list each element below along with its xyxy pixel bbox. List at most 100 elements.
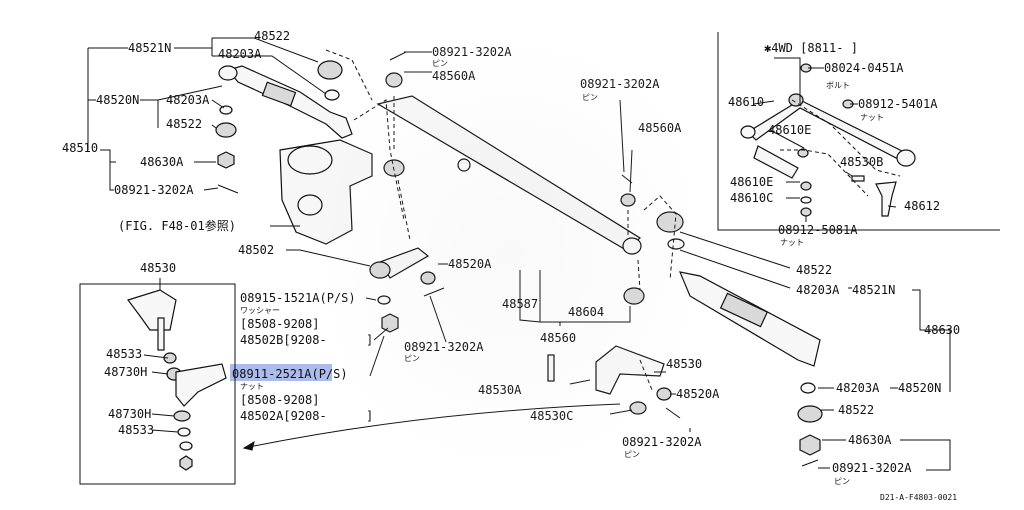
label-08915[interactable]: 08915-1521A(P/S) xyxy=(240,291,356,305)
nut-48560a-mid xyxy=(620,193,636,207)
label-08921-bottom[interactable]: 08921-3202A xyxy=(622,435,702,449)
label-48520a-mid[interactable]: 48520A xyxy=(448,257,492,271)
inset-box-4wd xyxy=(717,32,1000,231)
idler-inset-group xyxy=(127,289,227,471)
label-48604[interactable]: 48604 xyxy=(568,305,604,319)
left-tierod-group xyxy=(215,60,445,333)
label-48560a-top[interactable]: 48560A xyxy=(432,69,476,83)
boot-48522-top xyxy=(317,60,343,80)
label-48502b[interactable]: 48502B[9208- xyxy=(240,333,327,347)
label-48630[interactable]: 48630 xyxy=(924,323,960,337)
label-08921-top[interactable]: 08921-3202A xyxy=(432,45,512,59)
label-08921-right[interactable]: 08921-3202A xyxy=(832,461,912,475)
label-08911-selected[interactable]: 08911-2521A(P/S) xyxy=(232,367,348,381)
label-48522-top[interactable]: 48522 xyxy=(254,29,290,43)
label-48520a-right[interactable]: 48520A xyxy=(676,387,720,401)
label-pin-bottom: ピン xyxy=(624,450,640,459)
label-48530a[interactable]: 48530A xyxy=(478,383,522,397)
pin-right xyxy=(801,459,819,467)
label-08912-5401[interactable]: 08912-5401A xyxy=(858,97,938,111)
label-48530b[interactable]: 48530B xyxy=(840,155,883,169)
label-fig-reference: (FIG. F48-01参照) xyxy=(118,218,236,233)
adjust-tube-right xyxy=(719,292,769,328)
label-pin-top: ピン xyxy=(432,59,448,68)
nut-48630a-left xyxy=(217,151,235,169)
label-48530c[interactable]: 48530C xyxy=(530,409,573,423)
label-48612[interactable]: 48612 xyxy=(904,199,940,213)
label-48522-right[interactable]: 48522 xyxy=(796,263,832,277)
label-nut-b: ナット xyxy=(860,113,884,122)
washer-48610c xyxy=(800,196,812,204)
label-48521n-right[interactable]: 48521N xyxy=(852,283,895,297)
boot-48522-right xyxy=(656,211,684,233)
label-bracket-close-b: ] xyxy=(366,409,373,423)
label-48630a-right[interactable]: 48630A xyxy=(848,433,892,447)
label-8508-9208-b: [8508-9208] xyxy=(240,393,319,407)
label-48560[interactable]: 48560 xyxy=(540,331,576,345)
label-48730h-a[interactable]: 48730H xyxy=(104,365,147,379)
label-08024[interactable]: 08024-0451A xyxy=(824,61,904,75)
label-pin-right: ピン xyxy=(834,477,850,486)
bushing-48610e-a xyxy=(797,148,809,158)
nut-08911 xyxy=(381,313,399,333)
label-48610c[interactable]: 48610C xyxy=(730,191,773,205)
label-nut-c: ナット xyxy=(780,238,804,247)
label-nut-a: ナット xyxy=(240,382,264,391)
label-48610[interactable]: 48610 xyxy=(728,95,764,109)
pin-bottom xyxy=(665,407,681,419)
idler-inset-arm xyxy=(175,363,227,407)
label-48203a-r2[interactable]: 48203A xyxy=(836,381,880,395)
label-08921-left[interactable]: 08921-3202A xyxy=(114,183,194,197)
label-washer: ワッシャー xyxy=(240,306,280,315)
ring-left xyxy=(219,105,233,115)
label-48520n-left[interactable]: 48520N xyxy=(96,93,139,107)
label-48610e-a[interactable]: 48610E xyxy=(768,123,811,137)
bushing-48730h-b xyxy=(173,410,191,422)
label-48533-b[interactable]: 48533 xyxy=(118,423,154,437)
label-08921-lower[interactable]: 08921-3202A xyxy=(404,340,484,354)
label-48521n-top[interactable]: 48521N xyxy=(128,41,171,55)
label-08912-5081[interactable]: 08912-5081A xyxy=(778,223,858,237)
label-48587[interactable]: 48587 xyxy=(502,297,538,311)
nut-48630a-right xyxy=(799,434,821,456)
part-labels: 48522 48521N 48203A 48520N 48203A 48522 … xyxy=(62,29,960,502)
ball-joint-left xyxy=(218,65,238,81)
part-highlight xyxy=(230,364,332,381)
label-48533-a[interactable]: 48533 xyxy=(106,347,142,361)
pin-left xyxy=(217,184,239,194)
label-48630a-left[interactable]: 48630A xyxy=(140,155,184,169)
label-48502a[interactable]: 48502A[9208- xyxy=(240,409,327,423)
4wd-end-48610 xyxy=(740,125,756,139)
label-48203a-right[interactable]: 48203A xyxy=(796,283,840,297)
nut-inset xyxy=(179,455,193,471)
label-48610e-b[interactable]: 48610E xyxy=(730,175,773,189)
gearbox-cover xyxy=(287,145,333,175)
boot-48604 xyxy=(623,287,645,305)
nut-48530c xyxy=(629,401,647,415)
nut-48560a-top xyxy=(385,72,403,88)
label-48530-inset[interactable]: 48530 xyxy=(140,261,176,275)
label-48203a-left[interactable]: 48203A xyxy=(166,93,210,107)
gearbox-shaft xyxy=(297,194,323,216)
bolt-48530a xyxy=(547,354,555,382)
label-48520n-right[interactable]: 48520N xyxy=(898,381,941,395)
label-48530-right[interactable]: 48530 xyxy=(666,357,702,371)
idler-bracket xyxy=(127,289,177,331)
label-48560a-mid[interactable]: 48560A xyxy=(638,121,682,135)
4wd-ball-right xyxy=(896,149,916,167)
label-pin-mid: ピン xyxy=(582,93,598,102)
label-48510[interactable]: 48510 xyxy=(62,141,98,155)
pin-lower xyxy=(423,287,445,297)
label-48522-left[interactable]: 48522 xyxy=(166,117,202,131)
label-48522-r2[interactable]: 48522 xyxy=(838,403,874,417)
label-48203a-top[interactable]: 48203A xyxy=(218,47,262,61)
leader-lines xyxy=(87,37,951,471)
pin-top xyxy=(389,51,407,61)
nut-08912-5081 xyxy=(800,207,812,217)
label-8508-9208-a: [8508-9208] xyxy=(240,317,319,331)
label-48502[interactable]: 48502 xyxy=(238,243,274,257)
label-48730h-b[interactable]: 48730H xyxy=(108,407,151,421)
label-08921-mid[interactable]: 08921-3202A xyxy=(580,77,660,91)
